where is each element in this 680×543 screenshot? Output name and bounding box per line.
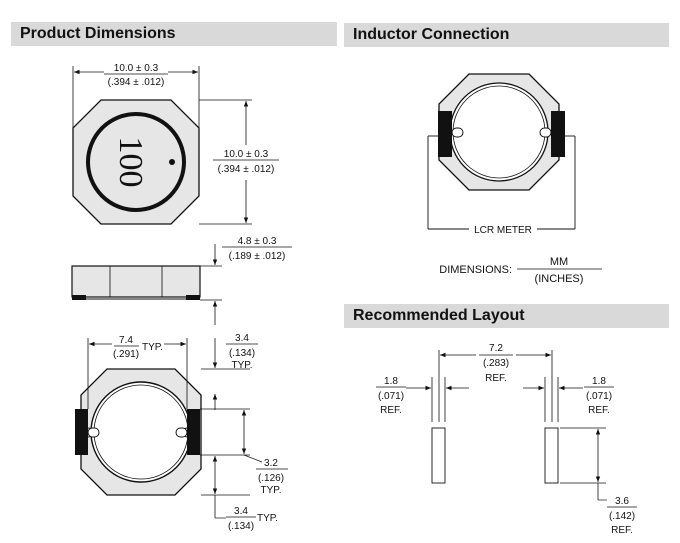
- top-view-body: [72, 99, 200, 225]
- layout-center-in: (.283): [483, 358, 509, 369]
- bottom-pad-note: TYP.: [261, 485, 282, 496]
- layout-pad-length-mm: 3.6: [615, 496, 629, 507]
- bottom-width-in: (.291): [113, 349, 139, 360]
- connection-terminal-left: [438, 111, 452, 157]
- top-height-mm: 10.0 ± 0.3: [224, 149, 269, 160]
- side-thickness-in: (.189 ± .012): [229, 251, 286, 262]
- side-thickness-mm: 4.8 ± 0.3: [238, 236, 277, 247]
- header-inductor-connection: Inductor Connection: [344, 23, 669, 47]
- bottom-width-note: TYP.: [142, 342, 163, 353]
- layout-center-mm: 7.2: [489, 343, 503, 354]
- header-product-dimensions: Product Dimensions: [11, 22, 337, 46]
- bottom-bottom-offset-mm: 3.4: [234, 506, 248, 517]
- polarity-dot: [169, 159, 175, 165]
- bottom-pad-mm: 3.2: [264, 458, 278, 469]
- bottom-terminal-right: [187, 409, 200, 455]
- layout-pad-left: [431, 427, 446, 484]
- side-view: 4.8 ± 0.3 (.189 ± .012): [71, 236, 292, 325]
- dimensions-label: DIMENSIONS:: [439, 264, 512, 276]
- bottom-terminal-left: [75, 409, 88, 455]
- bottom-bottom-offset-in: (.134): [228, 521, 254, 532]
- bottom-bottom-offset-note: TYP.: [257, 513, 278, 524]
- bottom-top-offset-note: TYP.: [232, 360, 253, 371]
- bottom-width-mm: 7.4: [119, 335, 133, 346]
- layout-right-pad-in: (.071): [586, 391, 612, 402]
- connection-ring: [449, 82, 549, 182]
- top-view: 100 10.0 ± 0.3 (.394 ± .012) 10.0 ± 0.3 …: [72, 63, 279, 225]
- bottom-view: 7.4 (.291) TYP. 3.4 (.134) TYP. 3.2 (.12…: [75, 333, 288, 532]
- layout-left-pad-in: (.071): [378, 391, 404, 402]
- layout-right-pad-mm: 1.8: [592, 376, 606, 387]
- header-recommended-layout: Recommended Layout: [344, 304, 669, 328]
- connection-terminal-right: [551, 111, 565, 157]
- layout-center-note: REF.: [485, 373, 507, 384]
- side-terminal-right: [186, 295, 200, 300]
- recommended-layout-drawing: 7.2 (.283) REF. 1.8 (.071) REF. 1.8 (.07…: [376, 343, 637, 536]
- layout-pad-length-note: REF.: [611, 525, 633, 536]
- bottom-top-offset-in: (.134): [229, 348, 255, 359]
- top-height-in: (.394 ± .012): [218, 164, 275, 175]
- bottom-pad-in: (.126): [258, 473, 284, 484]
- layout-left-pad-mm: 1.8: [384, 376, 398, 387]
- top-width-mm: 10.0 ± 0.3: [114, 63, 159, 74]
- top-view-ring: [86, 112, 186, 212]
- bottom-top-offset-mm: 3.4: [235, 333, 249, 344]
- units-inches-label: (INCHES): [535, 273, 584, 285]
- layout-right-pad-note: REF.: [588, 405, 610, 416]
- side-terminal-left: [72, 295, 86, 300]
- layout-pad-right: [544, 427, 559, 484]
- lcr-meter-label: LCR METER: [474, 225, 532, 236]
- part-marking: 100: [112, 137, 149, 188]
- layout-pad-length-in: (.142): [609, 511, 635, 522]
- side-view-body: [71, 265, 201, 298]
- layout-left-pad-note: REF.: [380, 405, 402, 416]
- top-width-in: (.394 ± .012): [108, 77, 165, 88]
- connection-diagram: LCR METER DIMENSIONS: MM (INCHES): [427, 73, 602, 285]
- units-mm-label: MM: [550, 256, 568, 268]
